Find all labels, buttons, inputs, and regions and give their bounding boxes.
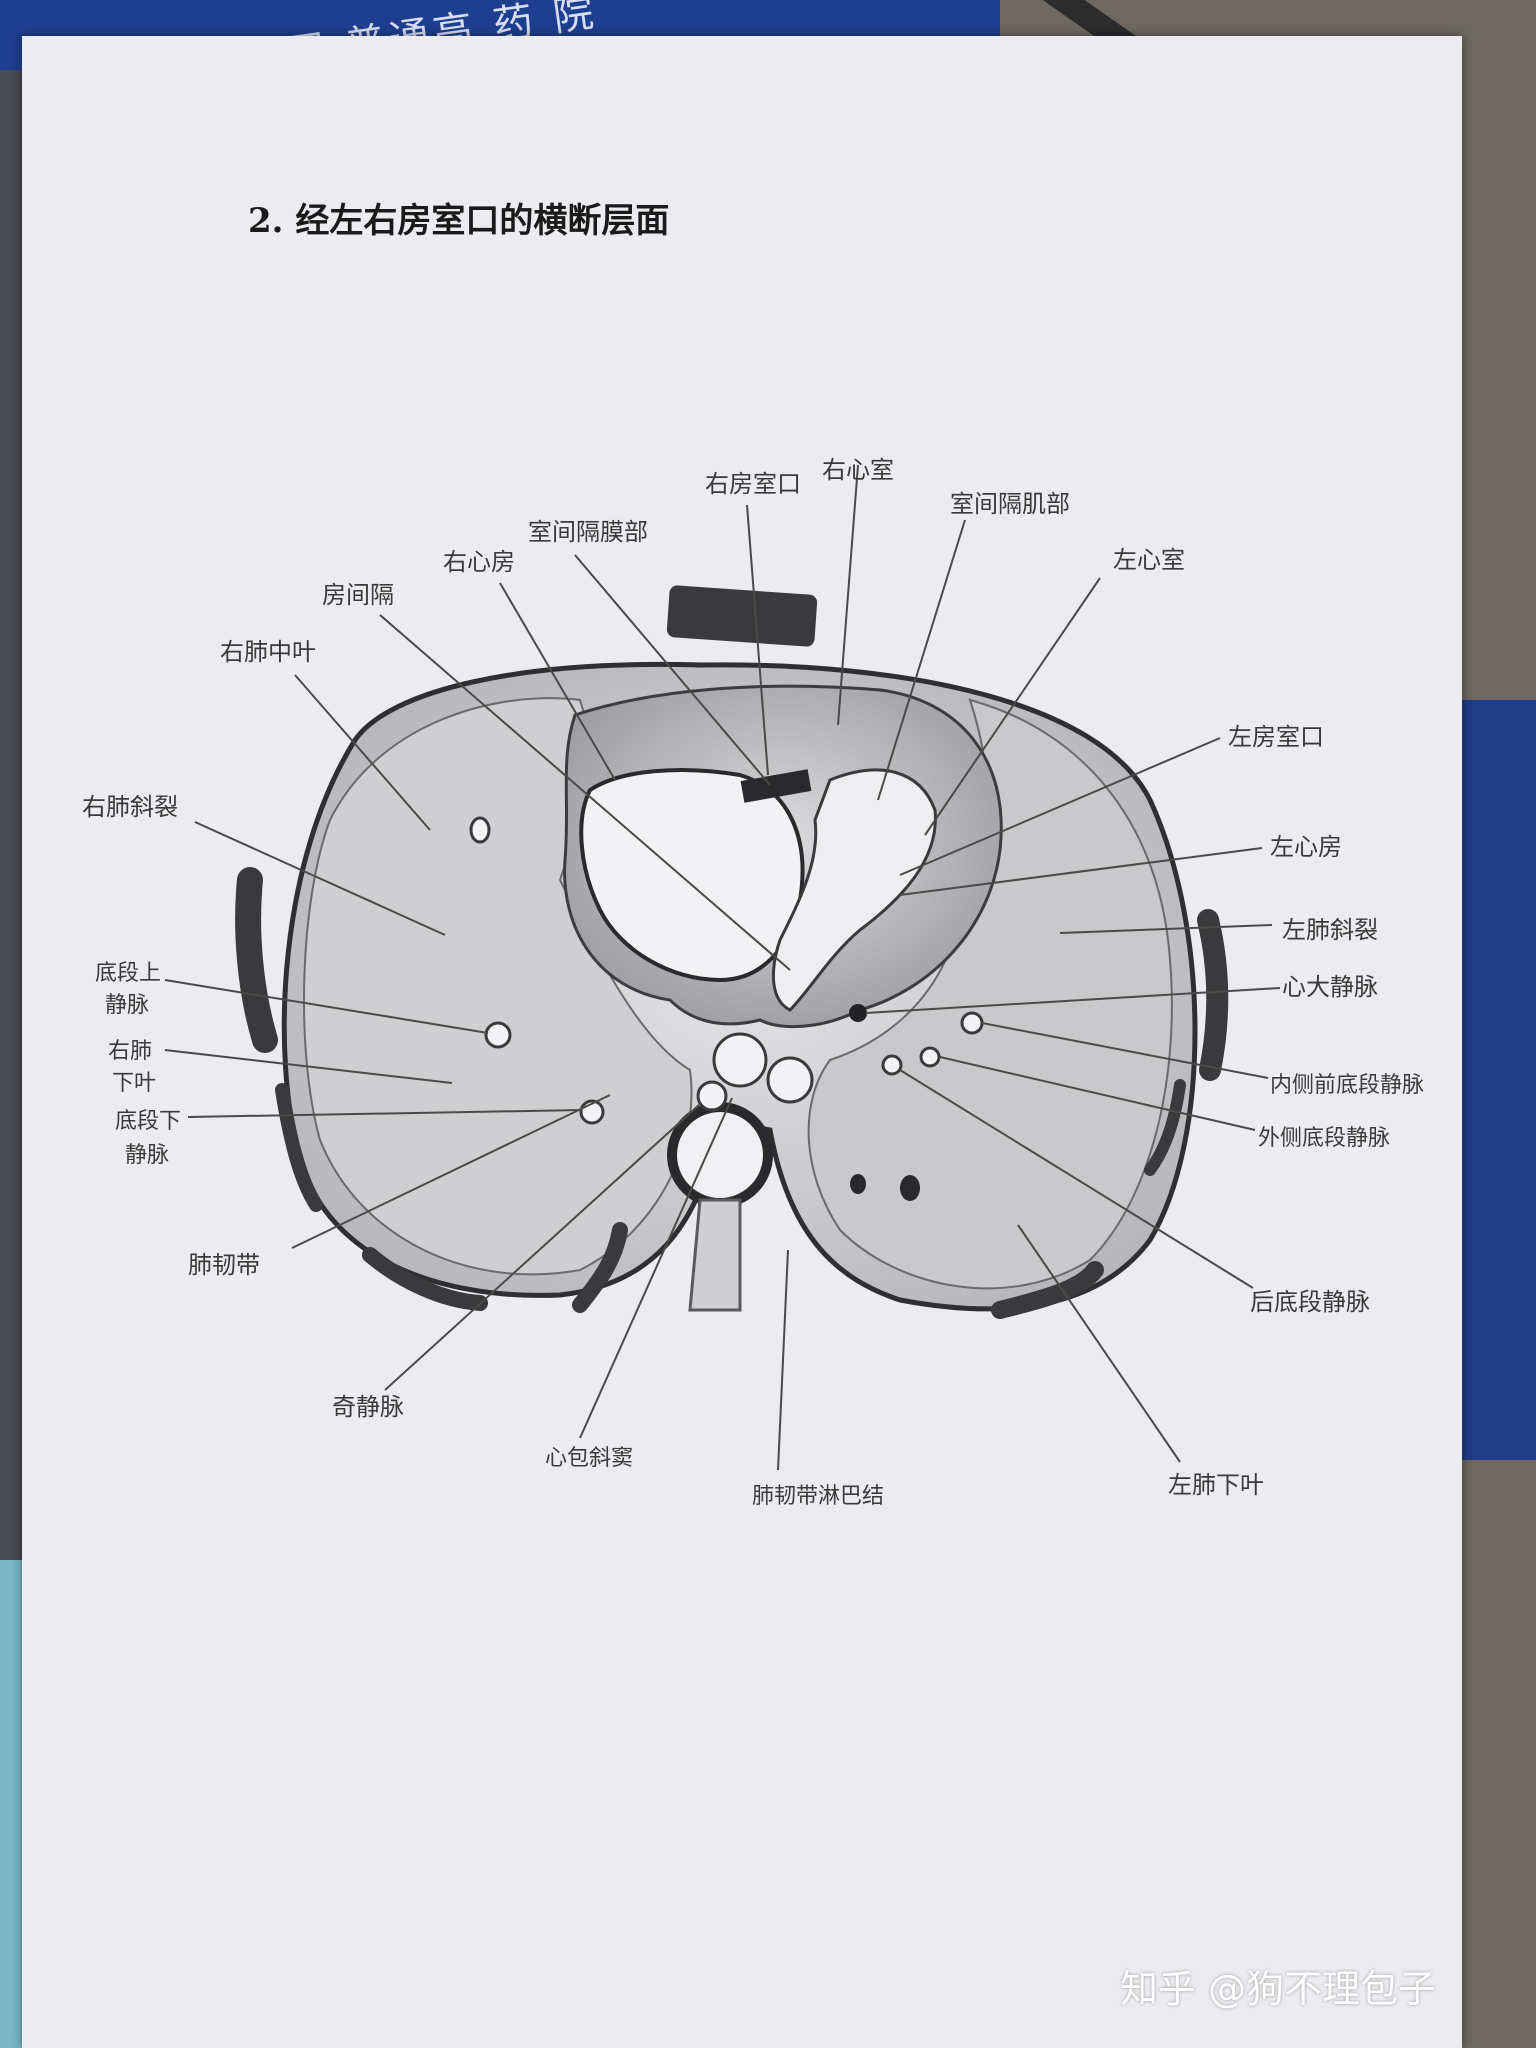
vertebral-body (667, 1102, 773, 1208)
label-sup-basal-vein-line1: 底段上 (95, 961, 161, 986)
label-right-ventricle: 右心室 (822, 456, 894, 484)
page-title: 2. 经左右房室口的横断层面 (248, 201, 670, 241)
leader-great-cardiac-vein (865, 987, 1281, 1014)
label-right-lower-lobe-line1: 右肺 (108, 1039, 152, 1064)
label-post-basal-vein: 后底段静脉 (1250, 1288, 1370, 1316)
leader-inf-basal-vein (187, 1109, 583, 1118)
spinal-process (688, 1198, 742, 1312)
label-left-atrium: 左心房 (1270, 833, 1342, 861)
leader-post-basal-vein (899, 1069, 1254, 1289)
rib (275, 1083, 323, 1212)
leader-oblique-sinus (579, 1097, 733, 1439)
lung-vessel-dark (900, 1175, 920, 1201)
label-right-atrium: 右心房 (443, 548, 515, 576)
right-lung (303, 697, 693, 1276)
label-ivs-muscular: 室间隔肌部 (950, 490, 1070, 518)
label-great-cardiac-vein: 心大静脉 (1282, 973, 1378, 1001)
leader-interatrial-septum (379, 614, 791, 971)
rib (572, 1222, 628, 1313)
sup-basal-vein-shape (484, 1021, 512, 1049)
sternum (666, 585, 818, 647)
label-left-oblique-fissure: 左肺斜裂 (1282, 916, 1378, 944)
label-medial-ant-basal-vein: 内侧前底段静脉 (1270, 1073, 1424, 1098)
leader-pul-lig-lymph-node (777, 1249, 789, 1471)
label-right-middle-lobe: 右肺中叶 (220, 638, 316, 666)
leader-right-atrium (499, 582, 616, 781)
leader-lat-basal-vein (939, 1056, 1256, 1131)
leader-lines (164, 464, 1281, 1471)
rib (1197, 909, 1229, 1081)
leader-right-oblique-fissure (194, 821, 446, 936)
label-right-lower-lobe-line2: 下叶 (112, 1071, 156, 1096)
leader-left-lower-lobe (1017, 1224, 1181, 1463)
label-left-ventricle: 左心室 (1113, 546, 1185, 574)
aorta (712, 1032, 768, 1088)
rib (1144, 1079, 1186, 1176)
label-oblique-sinus: 心包斜窦 (545, 1446, 633, 1471)
leader-right-av-orifice (746, 504, 769, 776)
label-sup-basal-vein-line2: 静脉 (105, 993, 149, 1018)
lung-vessel-dark-2 (850, 1174, 866, 1194)
leader-ivs-membranous (574, 554, 771, 786)
great-cardiac-vein-shape (849, 1004, 867, 1022)
leader-ivs-muscular (877, 519, 966, 801)
label-right-oblique-fissure: 右肺斜裂 (82, 793, 178, 821)
septum-dark-band (740, 769, 812, 803)
label-azygos-vein: 奇静脉 (332, 1393, 404, 1421)
label-inf-basal-vein-line2: 静脉 (125, 1143, 169, 1168)
rib (362, 1247, 488, 1311)
leader-right-middle-lobe (294, 674, 431, 831)
label-ivs-membranous: 室间隔膜部 (528, 518, 648, 546)
label-left-lower-lobe: 左肺下叶 (1168, 1471, 1264, 1499)
leader-left-oblique-fissure (1059, 924, 1273, 934)
label-pul-lig-lymph-node: 肺韧带淋巴结 (752, 1484, 884, 1509)
rib (991, 1261, 1104, 1319)
watermark: 知乎 @狗不理包子 (1120, 1967, 1437, 2011)
lateral-basal-vein-shape (919, 1046, 941, 1068)
leader-left-atrium (899, 847, 1263, 896)
label-right-av-orifice: 右房室口 (705, 470, 801, 498)
leader-pulmonary-ligament (291, 1094, 611, 1249)
leader-medial-basal-vein (981, 1022, 1269, 1079)
leader-sup-basal-vein (164, 979, 489, 1034)
label-inf-basal-vein-line1: 底段下 (115, 1109, 181, 1134)
label-pulmonary-ligament: 肺韧带 (188, 1251, 260, 1279)
posterior-basal-vein-shape (881, 1054, 903, 1076)
leader-left-ventricle (924, 577, 1101, 836)
leader-right-lower-lobe (164, 1049, 453, 1084)
label-left-av-orifice: 左房室口 (1228, 723, 1324, 751)
leader-azygos-vein (384, 1103, 701, 1391)
label-lat-basal-vein: 外侧底段静脉 (1258, 1126, 1390, 1151)
azygos-vein-shape (696, 1080, 728, 1112)
labels: 右房室口 右心室 室间隔肌部 室间隔膜部 右心房 房间隔 左心室 右肺中叶 左房… (82, 456, 1424, 1509)
esophagus (766, 1056, 814, 1104)
left-heart-cavity (771, 768, 937, 1012)
lung-vessel-right (469, 816, 491, 844)
rib (235, 867, 278, 1053)
medial-basal-vein-shape (960, 1011, 984, 1035)
label-interatrial-septum: 房间隔 (322, 581, 394, 609)
leader-left-av-orifice (899, 737, 1221, 876)
leader-right-ventricle (837, 464, 859, 726)
